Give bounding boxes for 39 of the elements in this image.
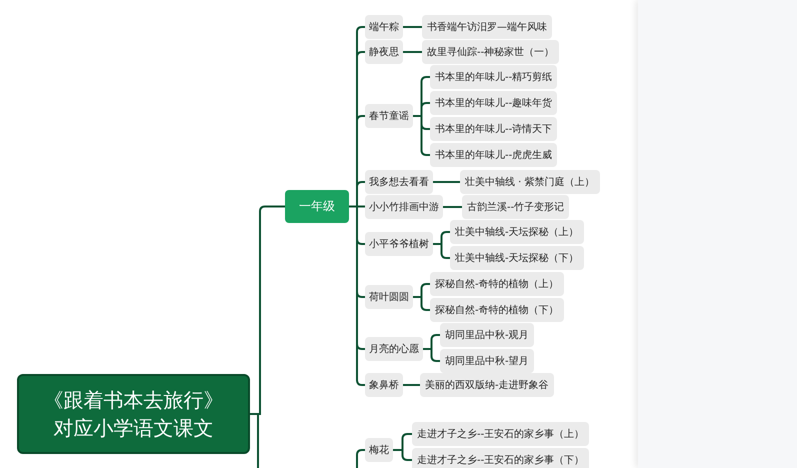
connector-line	[356, 449, 365, 468]
connector-line	[423, 348, 440, 362]
lesson-box: 小小竹排画中游	[365, 195, 443, 219]
tour-box: 书本里的年味儿--精巧剪纸	[430, 65, 558, 89]
connector-line	[403, 384, 420, 386]
tour-box: 书本里的年味儿--趣味年货	[430, 91, 558, 115]
connector-line	[349, 206, 365, 386]
lesson-box: 静夜思	[365, 40, 403, 64]
connector-line	[403, 51, 422, 53]
lesson-box: 小平爷爷植树	[365, 232, 433, 256]
tour-box: 书本里的年味儿--虎虎生威	[430, 143, 558, 167]
tour-box: 探秘自然-奇特的植物（上）	[430, 272, 564, 296]
tour-box: 古韵兰溪--竹子变形记	[462, 195, 570, 219]
tour-box: 走进才子之乡--王安石的家乡事（上）	[412, 422, 590, 446]
lesson-box: 月亮的心愿	[365, 337, 423, 361]
tour-box: 美丽的西双版纳-走进野象谷	[420, 373, 554, 397]
lesson-box: 春节童谣	[365, 104, 413, 128]
tour-box: 胡同里品中秋-观月	[440, 323, 534, 347]
root-topic-box: 《跟着书本去旅行》对应小学语文课文	[17, 374, 250, 454]
tour-box: 书香端午访汨罗—端午风味	[422, 15, 552, 39]
lesson-box: 端午粽	[365, 15, 403, 39]
grade-box: 一年级	[285, 190, 349, 223]
tour-box: 故里寻仙踪--神秘家世（一）	[422, 40, 560, 64]
connector-line	[433, 181, 460, 183]
connector-line	[443, 206, 462, 208]
tour-box: 壮美中轴线 · 紫禁门庭（上）	[460, 170, 600, 194]
connector-line	[250, 413, 259, 468]
tour-box: 探秘自然-奇特的植物（下）	[430, 298, 564, 322]
connector-line	[403, 26, 422, 28]
lesson-box: 象鼻桥	[365, 373, 403, 397]
tour-box: 壮美中轴线-天坛探秘（上）	[450, 220, 584, 244]
lesson-box: 梅花	[365, 438, 393, 462]
tour-box: 胡同里品中秋-望月	[440, 349, 534, 373]
lesson-box: 荷叶圆圆	[365, 285, 413, 309]
tour-box: 壮美中轴线-天坛探秘（下）	[450, 246, 584, 270]
lesson-box: 我多想去看看	[365, 170, 433, 194]
connector-line	[393, 449, 412, 461]
tour-box: 书本里的年味儿--诗情天下	[430, 117, 558, 141]
tour-box: 走进才子之乡--王安石的家乡事（下）	[412, 448, 590, 468]
